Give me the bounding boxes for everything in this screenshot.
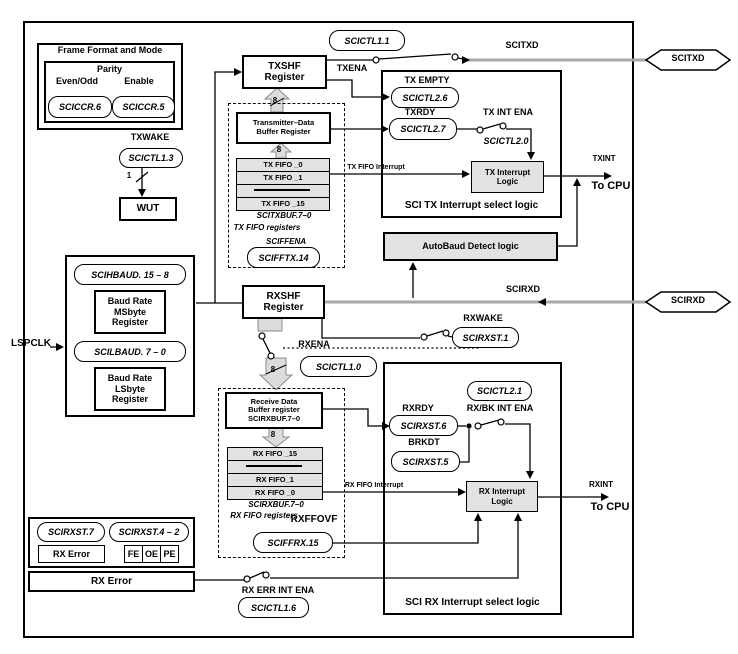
sciccr5-pill: SCICCR.5 bbox=[112, 96, 175, 118]
tx-empty-label: TX EMPTY bbox=[404, 75, 450, 85]
scifftx14-pill: SCIFFTX.14 bbox=[247, 247, 320, 268]
bus-width-ticks bbox=[265, 97, 287, 375]
even-odd-label: Even/Odd bbox=[55, 76, 98, 86]
tx-fifo-row-ellipsis bbox=[236, 184, 330, 198]
tx-buffer-bus8-label: 8 bbox=[276, 145, 282, 154]
rx-fifo-dashed-box bbox=[218, 388, 345, 558]
scictl27-pill: SCICTL2.7 bbox=[389, 118, 457, 140]
rx-fifo-interrupt-label: RX FIFO Interrupt bbox=[344, 482, 404, 489]
switch-contacts bbox=[243, 53, 507, 583]
txint-label: TXINT bbox=[592, 154, 616, 163]
rxshf-bus8-label: 8 bbox=[270, 365, 276, 374]
txena-label: TXENA bbox=[336, 63, 368, 73]
scirxd-pad-label: SCIRXD bbox=[670, 295, 705, 305]
to-cpu-tx-label: To CPU bbox=[591, 180, 631, 192]
tx-int-ena-label: TX INT ENA bbox=[482, 107, 533, 117]
sci-tx-select-box bbox=[381, 70, 562, 218]
txwake-label: TXWAKE bbox=[130, 132, 170, 142]
scictl11-pill: SCICTL1.1 bbox=[329, 30, 405, 51]
rx-fifo-row-ellipsis bbox=[227, 460, 323, 474]
scirxst1-pill: SCIRXST.1 bbox=[452, 327, 519, 348]
tx-fifo-row-15: TX FIFO _15 bbox=[236, 197, 330, 211]
lspclk-label: LSPCLK bbox=[11, 338, 51, 349]
scictl16-pill: SCICTL1.6 bbox=[238, 597, 309, 618]
sci-rx-select-box bbox=[383, 362, 562, 615]
scitxd-pad-hexagon bbox=[644, 49, 732, 71]
txshf-register-box: TXSHF Register bbox=[242, 55, 327, 89]
sciffrx15-pill: SCIFFRX.15 bbox=[253, 532, 333, 553]
tx-interrupt-logic-box: TX Interrupt Logic bbox=[471, 161, 544, 193]
arrowheads bbox=[56, 56, 612, 521]
scirxst7-pill: SCIRXST.7 bbox=[37, 522, 105, 542]
baud-msbyte-box: Baud Rate MSbyte Register bbox=[94, 290, 166, 334]
rxint-label: RXINT bbox=[589, 480, 613, 489]
scilbaud-pill: SCILBAUD. 7 – 0 bbox=[74, 341, 186, 362]
fe-flag-box: FE bbox=[124, 545, 143, 563]
rx-bk-int-ena-label: RX/BK INT ENA bbox=[466, 403, 534, 413]
rxffovf-label: RXFFOVF bbox=[290, 514, 338, 525]
brkdt-label: BRKDT bbox=[408, 437, 440, 447]
rxshf-register-box: RXSHF Register bbox=[242, 285, 325, 319]
scirxbuf-label: SCIRXBUF.7–0 bbox=[248, 500, 304, 509]
scictl13-pill: SCICTL1.3 bbox=[119, 148, 183, 168]
rx-error-small-box: RX Error bbox=[38, 545, 105, 563]
rxwake-label: RXWAKE bbox=[463, 313, 503, 323]
scirxst42-pill: SCIRXST.4 – 2 bbox=[109, 522, 189, 542]
scirxst6-pill: SCIRXST.6 bbox=[389, 415, 458, 436]
parity-label: Parity bbox=[96, 64, 122, 74]
rx-fifo-row-15: RX FIFO _15 bbox=[227, 447, 323, 461]
scihbaud-pill: SCIHBAUD. 15 – 8 bbox=[74, 264, 186, 285]
tx-fifo-row-0: TX FIFO _0 bbox=[236, 158, 330, 172]
txwake-bus-width: 1 bbox=[126, 171, 132, 180]
sci-tx-select-title: SCI TX Interrupt select logic bbox=[404, 200, 539, 211]
rxrdy-label: RXRDY bbox=[402, 403, 434, 413]
scirxd-line-label: SCIRXD bbox=[505, 284, 540, 294]
pe-flag-box: PE bbox=[160, 545, 179, 563]
rx-fifo-row-0: RX FIFO _0 bbox=[227, 486, 323, 500]
rx-fifo-ellipsis-line bbox=[246, 465, 302, 467]
rx-fifo-registers-caption: RX FIFO registers bbox=[230, 511, 298, 520]
enable-label: Enable bbox=[124, 76, 154, 86]
scictl21-pill: SCICTL2.1 bbox=[467, 381, 532, 401]
rx-buffer-bus8-label: 8 bbox=[270, 430, 276, 439]
rxena-label: RXENA bbox=[298, 339, 330, 349]
baud-lsbyte-box: Baud Rate LSbyte Register bbox=[94, 367, 166, 411]
txrdy-label: TXRDY bbox=[404, 107, 436, 117]
scitxd-pad-label: SCITXD bbox=[671, 53, 705, 63]
rx-error-wide-box: RX Error bbox=[28, 571, 195, 592]
scitxd-line-label: SCITXD bbox=[505, 40, 539, 50]
wut-box: WUT bbox=[119, 197, 177, 221]
scitxbuf-label: SCITXBUF.7–0 bbox=[256, 211, 312, 220]
tx-fifo-row-1: TX FIFO _1 bbox=[236, 171, 330, 185]
rx-err-int-ena-label: RX ERR INT ENA bbox=[241, 585, 315, 595]
frame-format-title: Frame Format and Mode bbox=[57, 45, 163, 55]
tx-fifo-interrupt-label: TX FIFO Interrupt bbox=[347, 164, 405, 171]
to-cpu-rx-label: To CPU bbox=[590, 501, 630, 513]
scirxst5-pill: SCIRXST.5 bbox=[391, 451, 460, 472]
scictl20-label: SCICTL2.0 bbox=[483, 136, 529, 146]
tx-fifo-registers-caption: TX FIFO registers bbox=[233, 223, 301, 232]
scictl26-pill: SCICTL2.6 bbox=[391, 87, 459, 108]
tx-fifo-ellipsis-line bbox=[254, 189, 310, 191]
rx-fifo-row-1: RX FIFO_1 bbox=[227, 473, 323, 487]
rx-interrupt-logic-box: RX Interrupt Logic bbox=[466, 481, 538, 512]
tx-buffer-register-box: Transmitter–Data Buffer Register bbox=[236, 112, 331, 144]
autobaud-detect-box: AutoBaud Detect logic bbox=[383, 232, 558, 261]
oe-flag-box: OE bbox=[142, 545, 161, 563]
sciccr6-pill: SCICCR.6 bbox=[48, 96, 112, 118]
rx-buffer-register-box: Receive Data Buffer register SCIRXBUF.7–… bbox=[225, 392, 323, 429]
black-connectors bbox=[50, 53, 605, 581]
sciffena-label: SCIFFENA bbox=[266, 237, 306, 246]
scictl10-pill: SCICTL1.0 bbox=[300, 356, 377, 377]
rxrdy-junction-dot bbox=[466, 423, 472, 429]
txshf-bus8-label: 8 bbox=[272, 96, 278, 105]
sci-rx-select-title: SCI RX Interrupt select logic bbox=[405, 597, 540, 608]
scirxd-pad-hexagon bbox=[644, 291, 732, 313]
